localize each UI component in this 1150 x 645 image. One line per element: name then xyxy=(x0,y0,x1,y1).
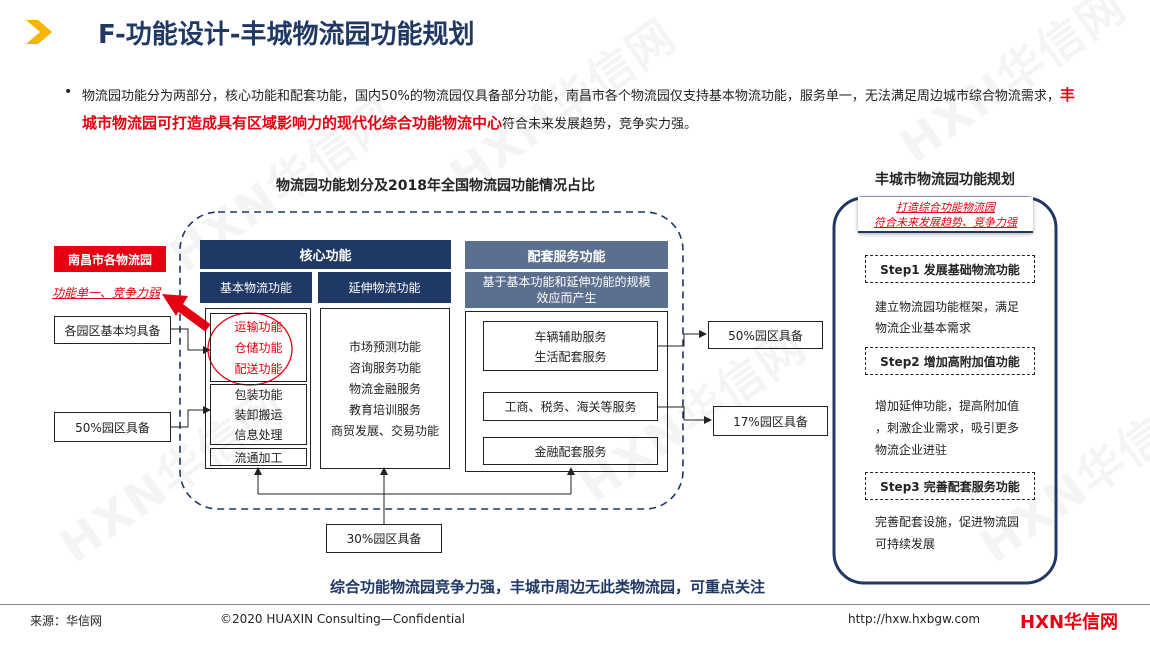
right-label-17-percent: 17%园区具备 xyxy=(713,406,828,436)
extended-header: 延伸物流功能 xyxy=(318,272,451,303)
step3-desc: 完善配套设施，促进物流园 可持续发展 xyxy=(875,511,1019,555)
support-column-frame xyxy=(465,311,668,472)
intro-highlight: 丰城市物流园可打造成具有区域影响力的现代化综合功能物流中心 xyxy=(82,86,1075,132)
plan-banner-line: 符合未来发展趋势、竞争力强 xyxy=(874,216,1017,229)
right-label-50-percent: 50%园区具备 xyxy=(708,321,823,349)
basic-header: 基本物流功能 xyxy=(200,272,312,303)
step-desc-line: 物流企业基本需求 xyxy=(875,321,972,335)
support-item: 生活配套服务 xyxy=(534,350,607,364)
extended-item: 教育培训服务 xyxy=(348,403,421,417)
left-label-50-percent: 50%园区具备 xyxy=(54,412,171,442)
plan-banner-line: 打造综合功能物流园 xyxy=(896,201,995,214)
basic-item: 装卸搬运 xyxy=(234,408,283,422)
basic-item: 信息处理 xyxy=(234,428,283,442)
footer-logo: HXN华信网 xyxy=(1020,612,1119,633)
footer-copyright: ©2020 HUAXIN Consulting—Confidential xyxy=(220,612,465,626)
basic-group-2: 包装功能 装卸搬运 信息处理 xyxy=(210,384,307,445)
chevron-right-icon xyxy=(26,20,52,44)
core-header: 核心功能 xyxy=(200,240,451,269)
step3-label: Step3 完善配套服务功能 xyxy=(865,472,1035,500)
bottom-label-30-percent: 30%园区具备 xyxy=(326,524,442,553)
step-desc-line: ，刺激企业需求，吸引更多 xyxy=(875,421,1020,435)
basic-item: 仓储功能 xyxy=(234,341,283,355)
intro-text: 物流园功能分为两部分，核心功能和配套功能，国内50%的物流园仅具备部分功能，南昌… xyxy=(82,89,1060,104)
step1-desc: 建立物流园功能框架，满足 物流企业基本需求 xyxy=(875,297,1019,339)
extended-column: 市场预测功能 咨询服务功能 物流金融服务 教育培训服务 商贸发展、交易功能 xyxy=(320,308,450,469)
support-item: 车辆辅助服务 xyxy=(534,330,607,344)
extended-item: 物流金融服务 xyxy=(348,382,421,396)
step-desc-line: 建立物流园功能框架，满足 xyxy=(875,300,1020,314)
extended-item: 商贸发展、交易功能 xyxy=(330,424,439,438)
step-desc-line: 完善配套设施，促进物流园 xyxy=(875,515,1020,529)
left-label-all-parks: 各园区基本均具备 xyxy=(54,316,171,344)
plan-title: 丰城市物流园功能规划 xyxy=(875,172,1015,188)
page-title: F-功能设计-丰城物流园功能规划 xyxy=(98,20,475,50)
conclusion-text: 综合功能物流园竞争力强，丰城市周边无此类物流园，可重点关注 xyxy=(330,578,766,596)
step2-label: Step2 增加高附加值功能 xyxy=(865,347,1035,375)
support-box-3: 金融配套服务 xyxy=(483,437,658,465)
basic-item: 运输功能 xyxy=(234,320,283,334)
extended-item: 市场预测功能 xyxy=(348,340,421,354)
footer-url[interactable]: http://hxw.hxbgw.com xyxy=(848,612,981,626)
step-desc-line: 可持续发展 xyxy=(875,537,936,551)
nanchang-label: 南昌市各物流园 xyxy=(54,246,166,272)
nanchang-note: 功能单一、竞争力弱 xyxy=(52,286,161,300)
step1-label: Step1 发展基础物流功能 xyxy=(865,255,1035,283)
basic-group-3: 流通加工 xyxy=(210,448,307,466)
footer-source: 来源：华信网 xyxy=(30,614,103,628)
step-desc-line: 物流企业进驻 xyxy=(875,443,948,457)
extended-item: 咨询服务功能 xyxy=(348,361,421,375)
step-desc-line: 增加延伸功能，提高附加值 xyxy=(875,399,1020,413)
basic-column-frame xyxy=(205,308,311,469)
plan-banner: 打造综合功能物流园 符合未来发展趋势、竞争力强 xyxy=(858,197,1033,233)
bullet-marker: • xyxy=(64,84,73,100)
support-box-1: 车辆辅助服务 生活配套服务 xyxy=(483,321,658,371)
intro-text-end: 符合未来发展趋势，竞争实力强。 xyxy=(502,117,698,132)
step2-desc: 增加延伸功能，提高附加值 ，刺激企业需求，吸引更多 物流企业进驻 xyxy=(875,395,1019,461)
diagram-title: 物流园功能划分及2018年全国物流园功能情况占比 xyxy=(276,178,595,194)
support-header: 配套服务功能 xyxy=(465,241,668,269)
footer-divider xyxy=(0,604,1150,605)
basic-item: 配送功能 xyxy=(234,362,283,376)
intro-paragraph: 物流园功能分为两部分，核心功能和配套功能，国内50%的物流园仅具备部分功能，南昌… xyxy=(82,82,1082,138)
basic-group-1: 运输功能 仓储功能 配送功能 xyxy=(210,313,307,382)
support-subheader: 基于基本功能和延伸功能的规模效应而产生 xyxy=(465,272,668,308)
basic-item: 包装功能 xyxy=(234,388,283,402)
support-box-2: 工商、税务、海关等服务 xyxy=(483,392,658,421)
